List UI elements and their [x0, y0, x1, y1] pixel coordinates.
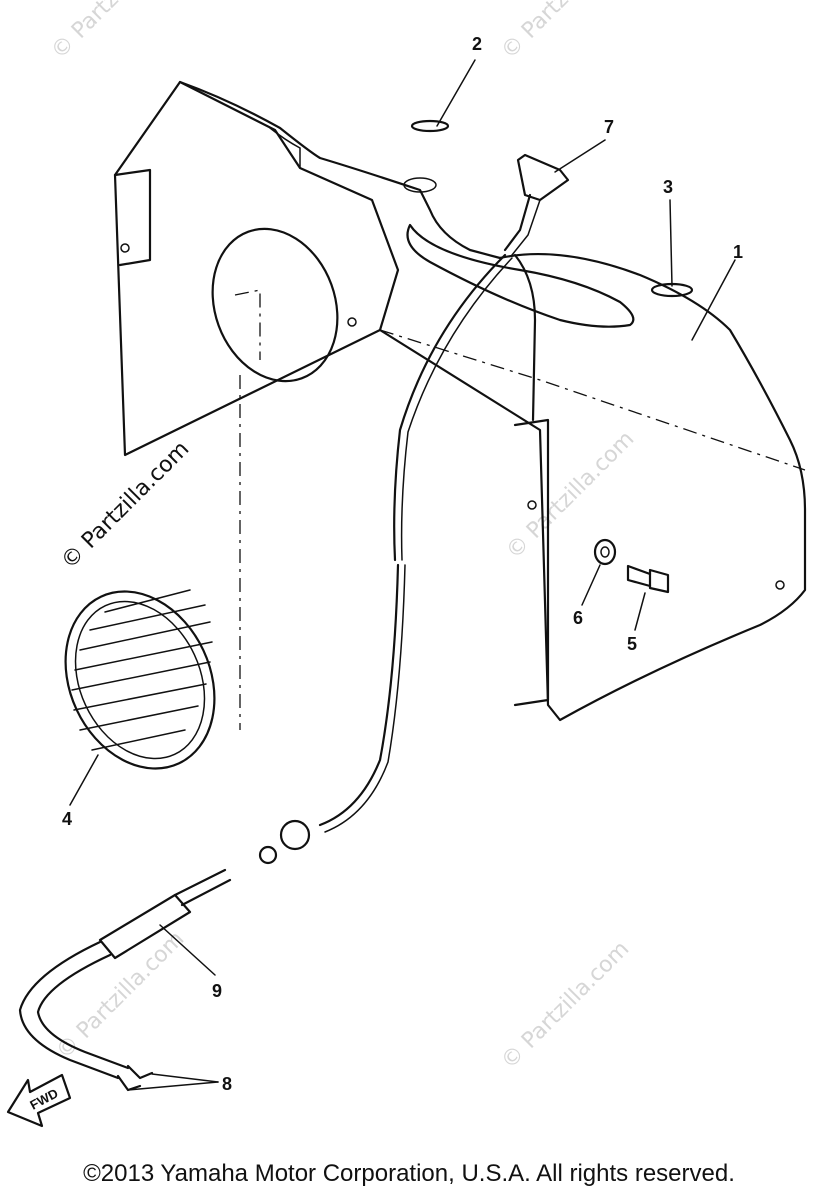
cover-bolt-hole-right — [527, 500, 537, 510]
grommet-part-2 — [410, 119, 450, 133]
watermark-mid-right: © Partzilla.com — [502, 427, 640, 565]
callout-3: 3 — [663, 177, 673, 197]
cover-panel-part-1 — [113, 80, 807, 730]
choke-cable-lower — [318, 563, 400, 827]
washer-inner — [600, 546, 610, 558]
cable-wire-top-b — [180, 878, 232, 907]
choke-cable-lower-2 — [324, 564, 406, 833]
choke-cable-upper — [393, 253, 507, 562]
leader-8b — [151, 1073, 219, 1083]
watermark-top-left: © Partzilla.com — [47, 0, 185, 64]
cover-right-bracket — [513, 418, 550, 707]
cable-end-b — [126, 1064, 154, 1080]
cover-top-ridge-inner — [269, 127, 301, 169]
callout-4: 4 — [62, 809, 72, 829]
callout-6: 6 — [573, 608, 583, 628]
bolt-part-5 — [626, 564, 670, 594]
washer-outer — [593, 538, 617, 566]
cover-bolt-hole-left — [120, 243, 130, 253]
bolt-head — [648, 568, 670, 594]
watermark-bottom-left: © Partzilla.com — [52, 927, 190, 1065]
cover-top-ridge — [178, 80, 502, 260]
leader-8a — [127, 1081, 219, 1091]
parts-diagram: © Partzilla.com © Partzilla.com © Partzi… — [6, 0, 807, 1128]
bolt-shank — [626, 564, 652, 588]
choke-knob-body — [516, 153, 570, 202]
leader-2 — [436, 59, 476, 127]
vent-grille-slats — [71, 589, 213, 751]
choke-knob-part-7 — [503, 153, 570, 256]
cover-centerline — [379, 329, 806, 471]
watermark-top-center: © Partzilla.com — [497, 0, 635, 64]
leader-1 — [691, 259, 736, 341]
leader-5 — [634, 592, 646, 631]
callout-2: 2 — [472, 34, 482, 54]
fwd-arrow: FWD — [6, 1073, 72, 1128]
choke-cable-end — [258, 845, 278, 865]
cover-vent-opening — [211, 227, 339, 383]
cable-wire-top-a — [173, 868, 227, 897]
callout-1: 1 — [733, 242, 743, 262]
leader-lines — [69, 59, 736, 1091]
vent-grille-inner — [74, 600, 206, 760]
throttle-cables-part-9 — [18, 868, 232, 1092]
vent-grille-outer — [64, 590, 216, 770]
leader-3 — [669, 199, 673, 287]
cover-slot — [406, 223, 635, 328]
choke-wire — [513, 253, 537, 422]
cover-bolt-hole-far-right — [775, 580, 785, 590]
choke-cable-upper-2 — [400, 257, 513, 561]
fwd-arrow-shape — [6, 1073, 72, 1128]
cover-right-panel — [378, 252, 807, 722]
cover-bolt-hole-center — [347, 317, 357, 327]
callouts: 1 2 3 4 5 6 7 8 9 — [62, 34, 743, 1094]
leader-4 — [69, 754, 99, 806]
watermarks-faint: © Partzilla.com © Partzilla.com © Partzi… — [47, 0, 640, 1074]
callout-9: 9 — [212, 981, 222, 1001]
watermark-bottom-right: © Partzilla.com — [497, 937, 635, 1075]
choke-knob-shaft — [503, 193, 532, 252]
cover-hole-top — [403, 177, 437, 193]
choke-cable — [258, 253, 537, 865]
choke-cable-nut — [279, 819, 311, 851]
cable-a — [18, 940, 120, 1080]
callout-8: 8 — [222, 1074, 232, 1094]
cable-end-a — [116, 1074, 142, 1092]
copyright-notice: ©2013 Yamaha Motor Corporation, U.S.A. A… — [83, 1160, 735, 1187]
cover-vent-axis-2 — [234, 289, 261, 360]
cable-b — [36, 953, 130, 1070]
leader-7 — [554, 139, 606, 173]
choke-knob-shaft-2 — [511, 199, 541, 256]
callout-5: 5 — [627, 634, 637, 654]
leader-9 — [159, 924, 216, 976]
leader-6 — [581, 564, 601, 606]
washer-part-6 — [593, 538, 617, 566]
watermark-main: © Partzilla.com — [57, 437, 195, 575]
cover-left-panel — [113, 80, 400, 457]
vent-grille-part-4 — [64, 589, 216, 770]
cover-left-bracket — [113, 168, 152, 267]
callout-7: 7 — [604, 117, 614, 137]
cable-sleeve — [98, 893, 192, 960]
